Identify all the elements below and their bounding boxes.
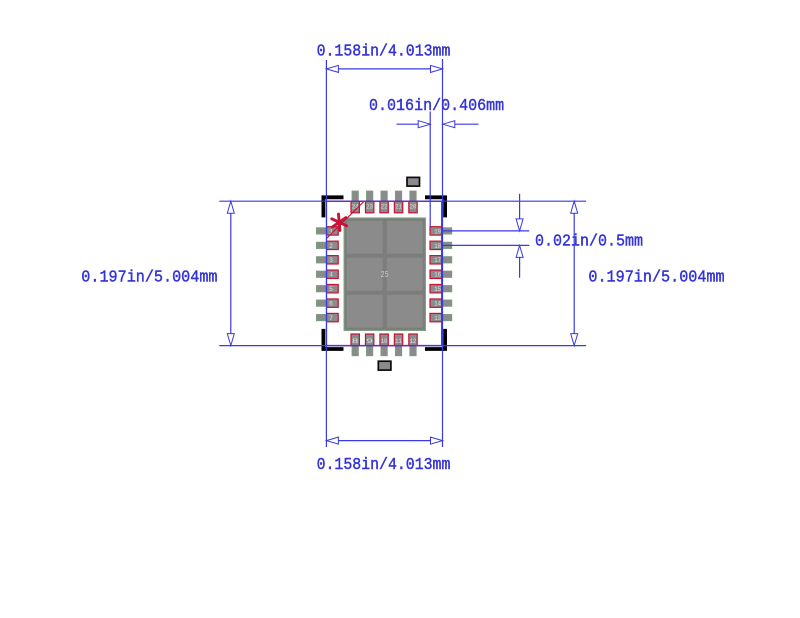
pad-top-2: 23 <box>364 190 375 214</box>
arrow-pad-width-right <box>441 120 456 129</box>
pads: 1 2 3 4 5 6 7 8 9 10 11 12 19 18 17 16 1… <box>316 190 453 357</box>
bottom-orientation-marker <box>377 360 392 371</box>
center-pad-number: 25 <box>381 270 389 280</box>
paste-cell <box>386 257 423 291</box>
paste-cell <box>386 294 423 328</box>
dimension-pad-pitch: 0.02in/0.5mm <box>515 193 643 278</box>
pin1-diagonal-line <box>325 200 365 240</box>
pad-number: 14 <box>434 301 441 308</box>
paste-cell <box>346 257 383 291</box>
dimension-label-height-right: 0.197in/5.004mm <box>588 269 724 288</box>
pad-left-2: 2 <box>316 240 339 251</box>
pad-left-5: 5 <box>316 283 339 294</box>
pad-number: 24 <box>352 203 359 210</box>
arrow-bottom-width-right <box>430 436 445 445</box>
pad-bottom-1: 8 <box>350 333 360 357</box>
pad-land <box>429 312 443 323</box>
pad-number: 10 <box>381 338 388 345</box>
pin1-asterisk-arm <box>330 217 349 228</box>
pad-number: 19 <box>434 228 441 235</box>
paste-cell <box>346 220 383 254</box>
pad-number: 23 <box>366 203 373 210</box>
pad-land <box>429 269 443 280</box>
pad-number: 20 <box>410 203 417 210</box>
arrow-top-width-left <box>324 64 339 74</box>
pad-land <box>429 255 443 265</box>
silkscreen-corner-bottom-right <box>425 328 447 351</box>
pad-number: 15 <box>434 286 441 293</box>
pad-land <box>429 298 443 308</box>
pad-right-5: 15 <box>429 283 453 294</box>
arrow-top-width-right <box>430 64 445 74</box>
arrow-height-right-top <box>570 199 579 214</box>
pad-left-1: 1 <box>316 226 339 236</box>
pad-right-6: 14 <box>429 298 453 308</box>
pad-number: 8 <box>352 338 359 345</box>
pad-right-7: 13 <box>429 312 453 323</box>
silkscreen-corner-top-right <box>425 195 447 218</box>
pad-number: 12 <box>410 338 417 345</box>
dimension-height-left: 0.197in/5.004mm <box>81 199 235 348</box>
dimension-label-height-left: 0.197in/5.004mm <box>81 269 217 288</box>
arrow-height-left-bottom <box>226 333 235 348</box>
dimension-label-pad-pitch: 0.02in/0.5mm <box>535 233 643 252</box>
silkscreen-corner-top-left <box>321 195 344 218</box>
pad-bottom-3: 10 <box>379 333 389 357</box>
pad-left-7: 7 <box>316 312 339 323</box>
pad-land <box>429 240 443 251</box>
pad-number: 6 <box>329 301 333 308</box>
pad-bottom-4: 11 <box>393 333 404 357</box>
paste-cell <box>346 294 383 328</box>
pad-right-3: 17 <box>429 255 453 265</box>
pad-number: 13 <box>434 315 441 322</box>
dimension-label-top-width: 0.158in/4.013mm <box>317 42 451 61</box>
pad-number: 21 <box>395 203 402 210</box>
arrow-pad-width-left <box>417 120 432 129</box>
pad-number: 7 <box>329 315 333 322</box>
dimension-bottom-width: 0.158in/4.013mm <box>316 436 451 475</box>
pad-number: 3 <box>329 257 333 264</box>
top-orientation-marker <box>406 176 421 187</box>
pad-land <box>429 283 443 294</box>
pad-number: 9 <box>366 338 373 345</box>
dimension-label-pad-width: 0.016in/0.406mm <box>369 97 504 116</box>
dimensions: 0.158in/4.013mm 0.016in/0.406mm 0.02in/0… <box>81 42 725 475</box>
pad-left-4: 4 <box>316 269 339 280</box>
arrow-height-right-bottom <box>570 333 579 348</box>
arrow-height-left-top <box>226 199 235 214</box>
pad-left-3: 3 <box>316 255 339 265</box>
silkscreen-corner-bottom-left <box>321 328 344 351</box>
dimension-pad-width: 0.016in/0.406mm <box>369 97 504 129</box>
pad-number: 5 <box>329 286 333 293</box>
pad-number: 22 <box>381 203 388 210</box>
pad-bottom-5: 12 <box>408 333 418 357</box>
pad-number: 18 <box>434 243 441 250</box>
pad-land <box>429 226 443 236</box>
pad-number: 16 <box>434 272 441 279</box>
dimension-height-right: 0.197in/5.004mm <box>570 199 725 348</box>
pad-left-6: 6 <box>316 298 339 308</box>
pad-right-4: 16 <box>429 269 453 280</box>
pad-top-3: 22 <box>379 190 389 214</box>
pad-number: 17 <box>434 257 441 264</box>
pad-number: 11 <box>395 338 402 345</box>
arrow-pitch-lower <box>515 243 524 258</box>
pad-top-5: 20 <box>408 190 418 214</box>
dimension-label-bottom-width: 0.158in/4.013mm <box>317 456 451 475</box>
pin1-indicator <box>325 200 365 240</box>
pad-number: 2 <box>329 243 333 250</box>
arrow-pitch-upper <box>515 218 524 233</box>
dimension-top-width: 0.158in/4.013mm <box>316 42 451 74</box>
center-pad: 25 <box>343 217 426 331</box>
paste-cell <box>386 220 423 254</box>
arrow-bottom-width-left <box>324 436 339 445</box>
pad-top-4: 21 <box>393 190 404 214</box>
pad-number: 1 <box>329 228 333 235</box>
pad-number: 4 <box>329 272 333 279</box>
pad-bottom-2: 9 <box>364 333 375 357</box>
